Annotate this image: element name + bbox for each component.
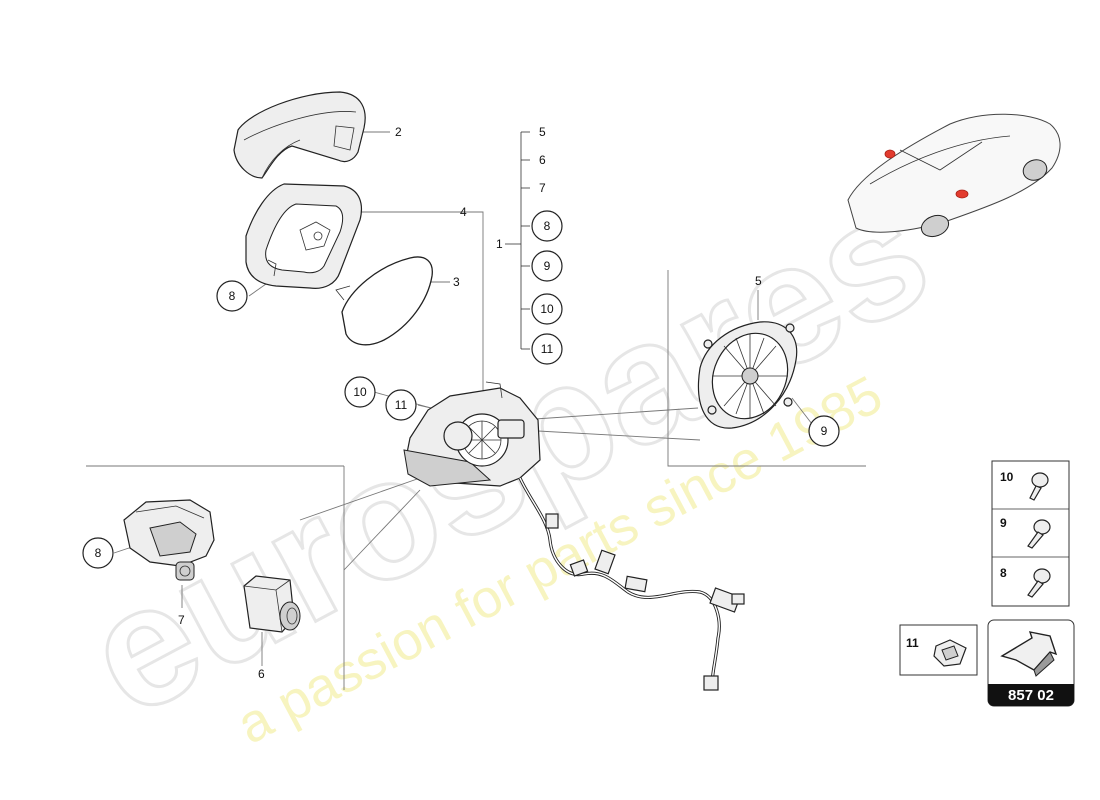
svg-text:10: 10	[1000, 470, 1014, 484]
callout-6-camera: 6	[258, 667, 265, 681]
car-thumbnail	[847, 113, 1061, 238]
callout-8-list: 8	[531, 210, 563, 242]
camera-part	[243, 575, 301, 633]
screw-icon	[1029, 472, 1049, 501]
mirror-glass-part	[335, 256, 433, 346]
callout-9-list: 9	[531, 250, 563, 282]
camera-bracket-part	[123, 499, 215, 581]
callout-6-list: 6	[539, 153, 546, 167]
callout-1: 1	[496, 237, 503, 251]
reference-box: 857 02	[987, 619, 1075, 707]
svg-text:8: 8	[229, 289, 236, 303]
fastener-legend: 10 9 8 11	[899, 460, 1070, 676]
callout-8-bracket: 8	[82, 537, 114, 569]
legend-clip-11: 11	[906, 636, 967, 667]
callout-3: 3	[453, 275, 460, 289]
leader-lines	[86, 131, 866, 690]
svg-text:11: 11	[541, 342, 554, 356]
mirror-cap-part	[233, 91, 366, 179]
svg-text:8: 8	[95, 546, 102, 560]
callout-7-list: 7	[539, 181, 546, 195]
legend-screw-9: 9	[1000, 516, 1051, 549]
svg-text:9: 9	[1000, 516, 1007, 530]
legend-screw-10: 10	[1000, 470, 1049, 501]
callout-10-assembly: 10	[344, 376, 376, 408]
screw-icon	[1027, 568, 1051, 598]
reference-number: 857 02	[1008, 687, 1054, 704]
callout-2: 2	[395, 125, 402, 139]
svg-text:11: 11	[906, 636, 919, 650]
circle-callouts: 8 9 10 11 8 10 11 9	[82, 210, 840, 569]
callout-11-assembly: 11	[385, 389, 417, 421]
motor-unit-part	[697, 321, 798, 429]
callout-5-list: 5	[539, 125, 546, 139]
callout-5-motor: 5	[755, 274, 762, 288]
adjuster-assembly-part	[403, 381, 541, 487]
svg-text:11: 11	[395, 398, 408, 412]
callout-11-list: 11	[531, 333, 563, 365]
callout-4: 4	[460, 205, 467, 219]
callout-9-motor: 9	[808, 415, 840, 447]
svg-text:9: 9	[544, 259, 551, 273]
mirror-frame-part	[245, 183, 363, 289]
svg-text:10: 10	[540, 302, 554, 316]
callout-8-frame: 8	[216, 280, 248, 312]
arrow-icon	[1000, 631, 1058, 677]
svg-text:10: 10	[353, 385, 367, 399]
callout-10-list: 10	[531, 293, 563, 325]
group-bracket	[505, 131, 530, 350]
legend-screw-8: 8	[1000, 566, 1051, 598]
svg-text:8: 8	[1000, 566, 1007, 580]
svg-text:9: 9	[821, 424, 828, 438]
screw-icon	[1027, 519, 1051, 549]
text-callouts: 2 3 4 1 5 6 7 5 7 6	[178, 125, 762, 681]
wiring-harness-part	[518, 477, 745, 691]
clip-icon	[933, 639, 967, 667]
svg-text:8: 8	[544, 219, 551, 233]
callout-7-bracket: 7	[178, 613, 185, 627]
